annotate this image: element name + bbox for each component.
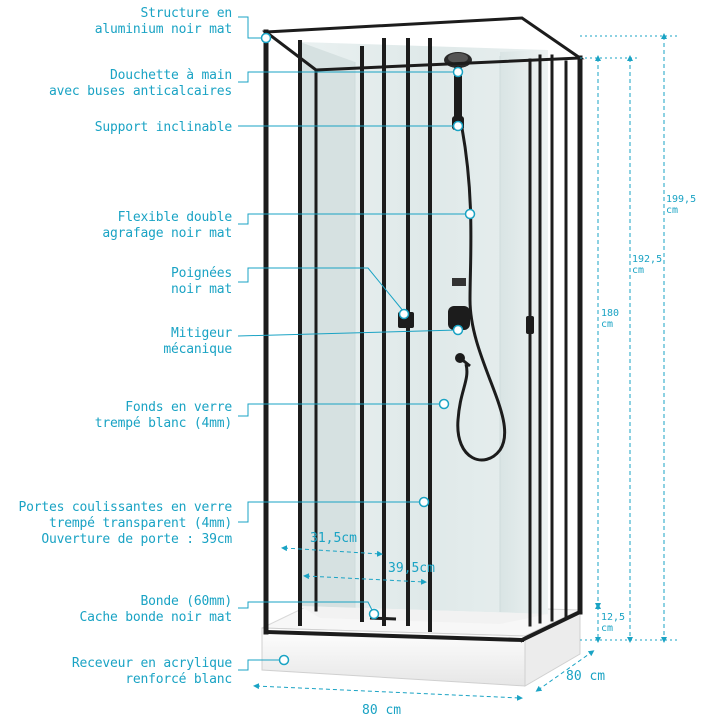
label-fonds: Fonds en verre trempé blanc (4mm): [95, 400, 232, 432]
label-line: noir mat: [170, 282, 232, 297]
label-line: Mitigeur: [170, 326, 232, 341]
label-line: Bonde (60mm): [140, 594, 232, 609]
label-line: Douchette à main: [109, 68, 232, 83]
label-flexible: Flexible double agrafage noir mat: [102, 210, 232, 242]
label-line: renforcé blanc: [125, 672, 232, 687]
label-line: mécanique: [163, 342, 232, 357]
leader-lines: [237, 16, 470, 671]
label-structure: Structure en aluminium noir mat: [95, 6, 232, 38]
dim-width: 80 cm: [362, 703, 402, 718]
dim-tray-height: 12,5 cm: [601, 612, 625, 634]
dim-total-height: 199,5 cm: [666, 194, 696, 216]
label-line: aluminium noir mat: [94, 22, 232, 37]
label-line: avec buses anticalcaires: [48, 84, 232, 99]
dim-unit: cm: [601, 319, 614, 330]
dim-unit: cm: [601, 623, 614, 634]
back-glass-panels: [300, 42, 548, 614]
label-poignees: Poignées noir mat: [171, 266, 232, 298]
dimension-lines: [253, 33, 680, 701]
dim-value: 192,5: [632, 254, 663, 265]
label-line: Cache bonde noir mat: [79, 610, 232, 625]
dim-value: 180: [601, 308, 620, 319]
dim-value: 12,5: [601, 612, 626, 623]
aluminium-frame: [261, 16, 585, 643]
label-portes: Portes coulissantes en verre trempé tran…: [18, 500, 232, 548]
leader-dots: [260, 32, 476, 666]
dim-door-opening-2: 39,5cm: [388, 561, 435, 576]
label-line: Portes coulissantes en verre: [18, 500, 232, 515]
dim-unit: cm: [632, 265, 645, 276]
label-bonde: Bonde (60mm) Cache bonde noir mat: [79, 594, 232, 626]
dim-wall-height: 192,5 cm: [632, 254, 662, 276]
label-line: Flexible double: [117, 210, 233, 225]
dim-depth: 80 cm: [566, 669, 606, 684]
dim-door-height: 180 cm: [601, 308, 619, 330]
label-support: Support inclinable: [95, 120, 232, 136]
label-douchette: Douchette à main avec buses anticalcaire…: [49, 68, 232, 100]
label-line: trempé blanc (4mm): [94, 416, 232, 431]
label-receveur: Receveur en acrylique renforcé blanc: [72, 656, 232, 688]
label-line: Receveur en acrylique: [71, 656, 232, 671]
label-line: Support inclinable: [94, 120, 232, 135]
label-line: agrafage noir mat: [102, 226, 232, 241]
label-line: Structure en: [140, 6, 232, 21]
label-line: trempé transparent (4mm): [48, 516, 232, 531]
dim-value: 199,5: [666, 194, 697, 205]
label-line: Ouverture de porte : 39cm: [41, 532, 232, 547]
label-line: Fonds en verre: [125, 400, 232, 415]
label-mitigeur: Mitigeur mécanique: [163, 326, 232, 358]
dim-unit: cm: [666, 205, 679, 216]
label-line: Poignées: [170, 266, 232, 281]
dim-door-opening-1: 31,5cm: [310, 531, 357, 546]
